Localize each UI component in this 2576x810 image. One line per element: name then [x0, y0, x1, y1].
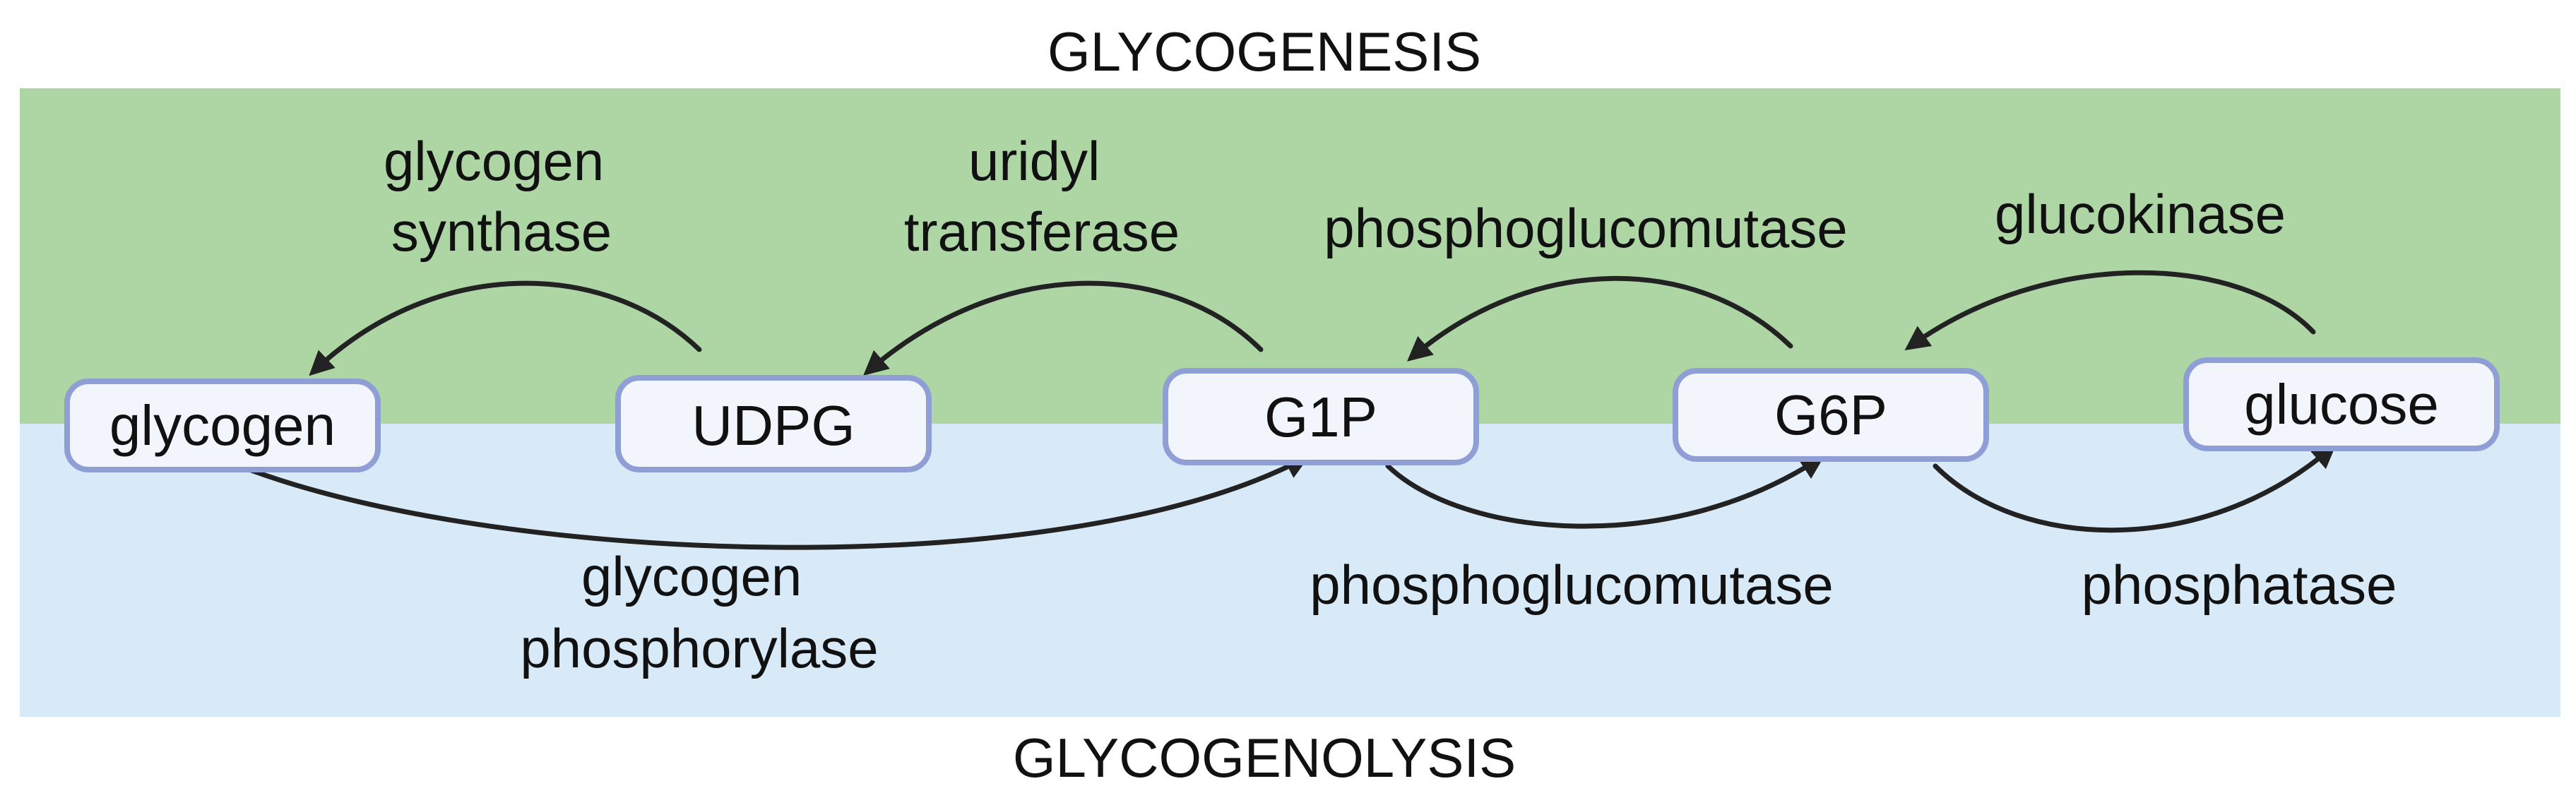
node-udpg: UDPG — [615, 375, 932, 472]
glycogenesis-band — [20, 88, 2560, 424]
arrow-glucose-to-g6p — [1904, 270, 2316, 351]
svg-text:G1P: G1P — [1264, 386, 1377, 448]
node-glycogen: glycogen — [64, 379, 381, 472]
glycogenesis-title: GLYCOGENESIS — [1047, 20, 1481, 83]
arrow-g6p-to-g1p — [1407, 275, 1793, 362]
node-glucose: glucose — [2183, 357, 2500, 451]
node-g6p: G6P — [1673, 368, 1989, 462]
arrow-g1p-to-udpg — [863, 280, 1264, 376]
enzyme-phosphoglucomutase-bottom: phosphoglucomutase — [1310, 554, 1834, 616]
enzyme-uridyl-transferase: uridyl transferase — [904, 130, 1180, 263]
svg-text:UDPG: UDPG — [692, 394, 855, 457]
svg-text:glucose: glucose — [2244, 373, 2439, 436]
enzyme-glucokinase: glucokinase — [1995, 183, 2286, 245]
arrow-glycogen-to-g1p — [237, 455, 1310, 550]
svg-text:G6P: G6P — [1774, 383, 1887, 446]
node-g1p: G1P — [1163, 368, 1479, 465]
arrow-udpg-to-glycogen — [309, 280, 702, 376]
enzyme-glycogen-phosphorylase: glycogen phosphorylase — [520, 545, 878, 679]
enzyme-phosphoglucomutase-top: phosphoglucomutase — [1324, 197, 1848, 259]
enzyme-glycogen-synthase: glycogen synthase — [384, 130, 619, 263]
glycogenolysis-title: GLYCOGENOLYSIS — [1013, 727, 1516, 789]
svg-text:glycogen: glycogen — [109, 394, 336, 457]
arrow-g6p-to-glucose — [1933, 443, 2337, 533]
arrow-g1p-to-g6p — [1385, 455, 1825, 529]
enzyme-phosphatase: phosphatase — [2082, 554, 2397, 616]
